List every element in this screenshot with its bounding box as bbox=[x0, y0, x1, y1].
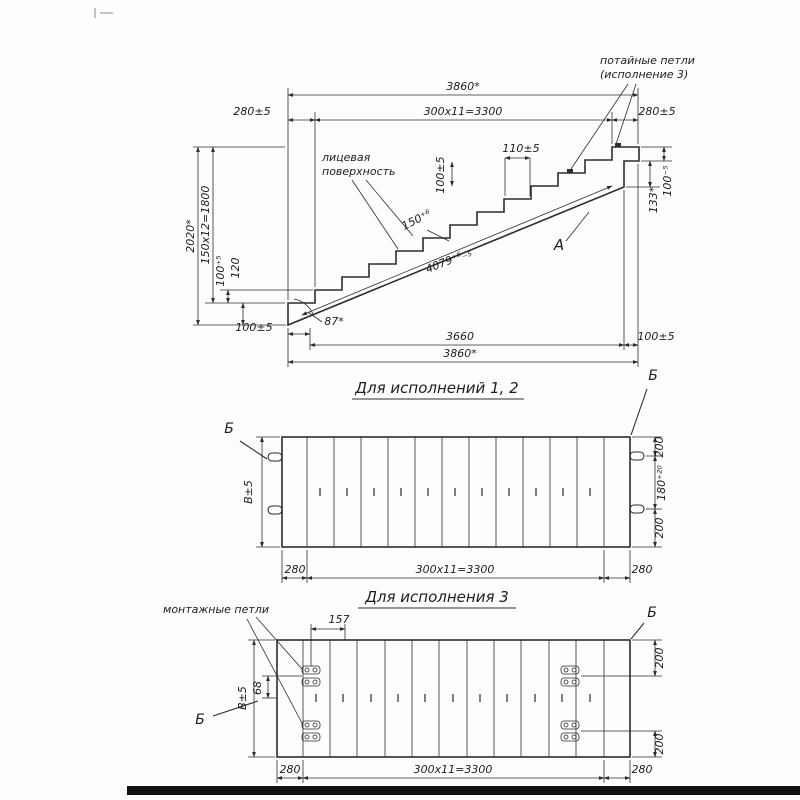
hidden-loop-mark bbox=[567, 169, 573, 173]
plan3-section-marks bbox=[212, 622, 645, 717]
hidden-loop-mark bbox=[615, 143, 621, 147]
scan-artifacts bbox=[94, 8, 800, 795]
plan12-extension-lines bbox=[256, 436, 662, 583]
plan12-slab-outline bbox=[281, 436, 631, 548]
plan3-dim-B: В±5 bbox=[236, 686, 249, 710]
dim-100-bottom-left: 100±5 bbox=[235, 321, 272, 334]
plan12-dimension-lines bbox=[260, 436, 657, 580]
dim-angle-87: 87* bbox=[324, 315, 344, 328]
plan12-dim-280-right: 280 bbox=[632, 563, 653, 576]
annotation-face-line1: лицевая bbox=[321, 151, 371, 164]
plan3-center-ticks bbox=[315, 694, 591, 702]
dim-100-mid: 100±5 bbox=[434, 156, 447, 193]
dim-3860-top: 3860* bbox=[446, 80, 480, 93]
plan12-dim-200-top: 200 bbox=[653, 437, 666, 458]
plan3-dimension-lines bbox=[252, 627, 657, 780]
plan3-annotation-loops: монтажные петли bbox=[163, 603, 269, 616]
plan3-slab-outline bbox=[276, 639, 631, 758]
plan3-dim-157: 157 bbox=[329, 613, 350, 626]
plan12-dim-280-left: 280 bbox=[285, 563, 306, 576]
plan3-dim-68: 68 bbox=[251, 681, 264, 695]
plan3-mounting-loops bbox=[301, 665, 580, 742]
plan12-section-marks bbox=[239, 388, 648, 460]
plan12-step-lines bbox=[306, 437, 605, 547]
side-leader-lines bbox=[293, 83, 637, 323]
dim-300x11-top: 300x11=3300 bbox=[424, 105, 503, 118]
plan3-dim-200-top: 200 bbox=[653, 648, 666, 669]
dim-3660: 3660 bbox=[446, 330, 474, 343]
plan3-title: Для исполнения 3 bbox=[364, 588, 509, 606]
dim-4079: 4079⁺⁶₋₅ bbox=[424, 246, 474, 276]
plan-view-version-3: Для исполнения 3 bbox=[163, 588, 666, 783]
dim-133: 133* bbox=[647, 186, 660, 213]
annotation-hidden-loops-line1: потайные петли bbox=[600, 54, 695, 67]
plan3-dim-280-right: 280 bbox=[632, 763, 653, 776]
dim-280-right: 280±5 bbox=[638, 105, 675, 118]
dim-110: 110±5 bbox=[502, 142, 539, 155]
plan12-dim-200-bottom: 200 bbox=[653, 518, 666, 539]
plan12-section-label-right: Б bbox=[648, 368, 658, 384]
plan3-section-label-right: Б bbox=[647, 605, 657, 621]
mounting-loop-detail bbox=[301, 720, 321, 742]
label-surface-A: А bbox=[553, 236, 564, 254]
plan3-extension-lines bbox=[248, 624, 662, 783]
dim-280-left: 280±5 bbox=[233, 105, 270, 118]
annotation-face-line2: поверхность bbox=[322, 165, 396, 178]
plan12-title: Для исполнений 1, 2 bbox=[354, 379, 518, 397]
side-dimension-lines bbox=[196, 93, 666, 364]
dim-2020: 2020* bbox=[184, 219, 197, 253]
plan12-lifting-lugs bbox=[267, 451, 645, 515]
plan3-dim-300x11: 300x11=3300 bbox=[414, 763, 493, 776]
mounting-loop-detail bbox=[560, 720, 580, 742]
plan12-section-label-left: Б bbox=[224, 421, 234, 437]
side-extension-lines bbox=[193, 88, 672, 367]
plan12-dim-B: В±5 bbox=[242, 480, 255, 504]
dim-150x12: 150x12=1800 bbox=[199, 186, 212, 265]
plan3-leader-lines bbox=[246, 616, 304, 726]
mounting-loop-detail bbox=[560, 665, 580, 687]
plan3-section-label-left: Б bbox=[195, 712, 205, 728]
plan12-dim-180: 180⁺²⁰ bbox=[655, 465, 668, 501]
dim-100-left: 100⁺⁵ bbox=[214, 255, 227, 286]
sheet-edge-bar bbox=[127, 786, 800, 795]
dim-100-bottom-right: 100±5 bbox=[637, 330, 674, 343]
dim-120: 120 bbox=[229, 258, 242, 279]
plan-view-versions-1-2: Для исполнений 1, 2 bbox=[224, 368, 668, 583]
mounting-loop-detail bbox=[301, 665, 321, 687]
plan3-dim-280-left: 280 bbox=[280, 763, 301, 776]
dim-3860-bottom: 3860* bbox=[443, 347, 477, 360]
plan3-step-lines bbox=[302, 640, 605, 757]
dim-100-right: 100⁻⁵ bbox=[661, 165, 674, 196]
annotation-hidden-loops-line2: (исполнение 3) bbox=[600, 68, 688, 81]
plan12-dim-300x11: 300x11=3300 bbox=[416, 563, 495, 576]
plan3-dim-200-bottom: 200 bbox=[653, 734, 666, 755]
side-view: 3860* 280±5 300x11=3300 280±5 110±5 100±… bbox=[184, 54, 695, 367]
plan12-center-ticks bbox=[319, 488, 591, 496]
dim-150-riser: 150⁺⁶ bbox=[400, 207, 434, 233]
angle-arc bbox=[293, 298, 314, 315]
